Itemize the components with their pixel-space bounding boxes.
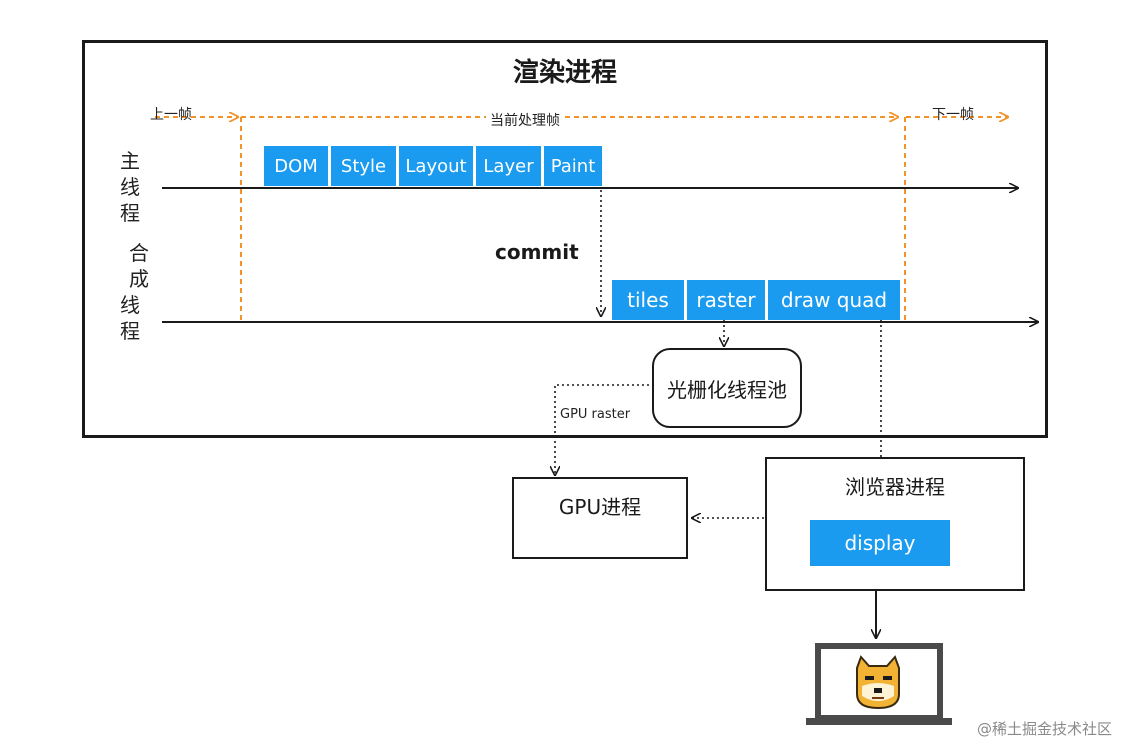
display-task: display: [810, 520, 950, 566]
task-tiles: tiles: [612, 280, 684, 320]
current-frame-label: 当前处理帧: [486, 110, 564, 130]
compositor-thread-label: 合 成 线 程: [120, 241, 149, 343]
task-draw-quad: draw quad: [768, 280, 900, 320]
next-frame-label: 下一帧: [932, 107, 974, 123]
task-dom: DOM: [264, 146, 328, 186]
gpu-process-title: GPU进程: [558, 495, 642, 519]
task-raster: raster: [687, 280, 765, 320]
commit-label: commit: [495, 240, 579, 264]
task-paint: Paint: [544, 146, 602, 186]
frame-markers: [155, 117, 1008, 322]
main-thread-label: 主 线 程: [120, 149, 140, 225]
raster-thread-pool: 光栅化线程池: [652, 348, 802, 428]
task-layer: Layer: [476, 146, 541, 186]
renderer-process-title: 渲染进程: [512, 58, 617, 88]
gpu-raster-arrow: [555, 384, 654, 475]
task-style: Style: [331, 146, 396, 186]
renderer-process-frame: [82, 40, 1048, 438]
browser-process-box: 浏览器进程: [765, 457, 1025, 591]
gpu-process-box: GPU进程: [512, 477, 688, 559]
doge-icon: [856, 655, 900, 710]
gpu-raster-label: GPU raster: [560, 407, 631, 422]
browser-process-title: 浏览器进程: [845, 475, 945, 499]
prev-frame-label: 上一帧: [150, 107, 192, 123]
watermark: @稀土掘金技术社区: [977, 720, 1113, 738]
task-layout: Layout: [399, 146, 473, 186]
